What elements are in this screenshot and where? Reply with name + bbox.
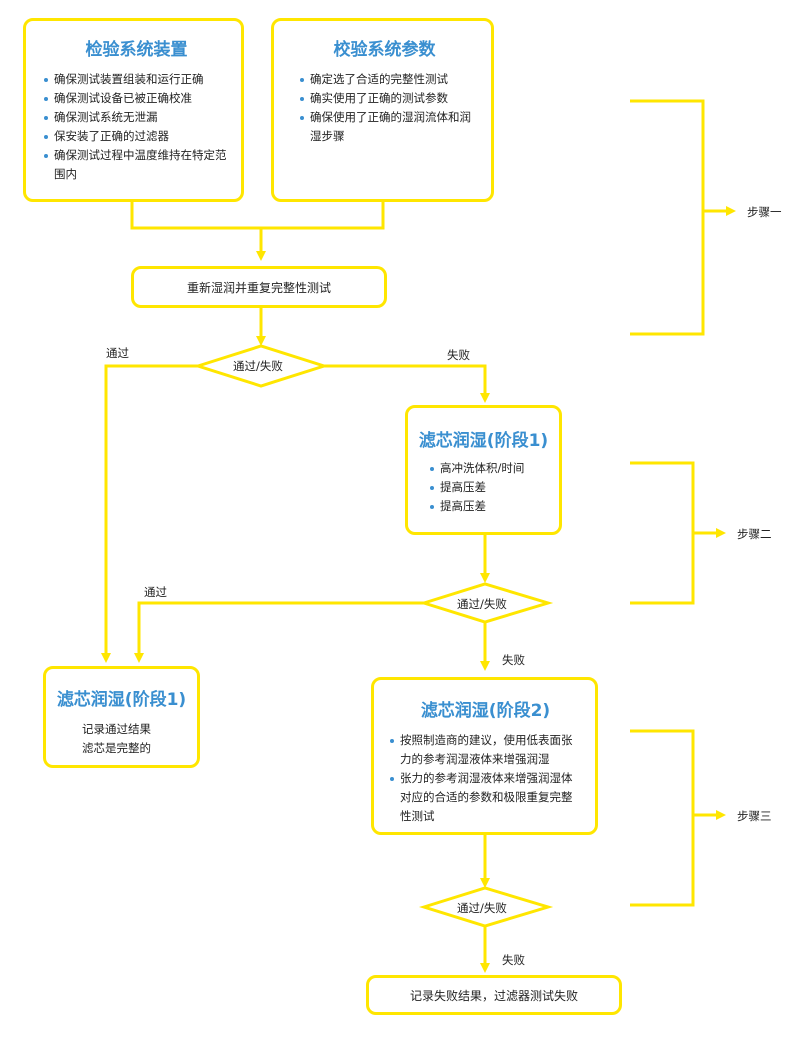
rewet-text: 重新湿润并重复完整性测试 (186, 280, 331, 295)
list-item: 确保测试过程中温度维持在特定范围内 (42, 146, 231, 184)
verify-parameters-title: 校验系统参数 (333, 40, 436, 60)
list-item: 确定选了合适的完整性测试 (298, 70, 471, 89)
inspect-system-title: 检验系统装置 (85, 40, 188, 60)
list-item: 确保使用了正确的湿润流体和润湿步骤 (298, 108, 471, 146)
stage1-pass-title: 滤芯润湿(阶段1) (56, 690, 187, 710)
verify-parameters-list: 确定选了合适的完整性测试 确实使用了正确的测试参数 确保使用了正确的湿润流体和润… (298, 70, 471, 146)
connector-decision1-fail (324, 364, 490, 403)
decision1-fail-label: 失败 (447, 348, 470, 362)
step3-label: 步骤三 (737, 809, 772, 823)
decision1-pass-label: 通过 (106, 346, 129, 360)
stage2-wetting-list: 按照制造商的建议，使用低表面张力的参考润湿液体来增强润湿 张力的参考润湿液体来增… (388, 731, 583, 826)
step2-label: 步骤二 (737, 527, 772, 541)
inspect-system-box: 检验系统装置 确保测试装置组装和运行正确 确保测试设备已被正确校准 确保测试系统… (23, 18, 244, 202)
decision1-diamond (193, 344, 329, 388)
list-item: 提高压差 (428, 497, 553, 516)
bracket-step3 (630, 729, 695, 907)
stage2-wetting-title: 滤芯润湿(阶段2) (420, 701, 551, 721)
decision2-text: 通过/失败 (457, 597, 507, 611)
decision2-fail-label: 失败 (502, 653, 525, 667)
step1-label: 步骤一 (747, 205, 782, 219)
bracket-step1 (630, 99, 705, 336)
list-item: 张力的参考润湿液体来增强润湿体对应的合适的参数和极限重复完整性测试 (388, 769, 583, 826)
decision2-diamond (418, 582, 554, 624)
list-item: 保安装了正确的过滤器 (42, 127, 231, 146)
list-item: 确实使用了正确的测试参数 (298, 89, 471, 108)
pass-result-line: 记录通过结果 (82, 722, 151, 736)
decision3-fail-label: 失败 (502, 953, 525, 967)
stage1-wetting-title: 滤芯润湿(阶段1) (418, 431, 549, 451)
list-item: 确保测试装置组装和运行正确 (42, 70, 231, 89)
fail-result-text: 记录失败结果，过滤器测试失败 (409, 988, 578, 1003)
list-item: 确保测试系统无泄漏 (42, 108, 231, 127)
decision3-text: 通过/失败 (457, 901, 507, 915)
decision1-text: 通过/失败 (233, 359, 283, 373)
decision3-diamond (418, 886, 554, 928)
stage1-wetting-box: 滤芯润湿(阶段1) 高冲洗体积/时间 提高压差 提高压差 (405, 405, 562, 535)
rewet-box: 重新湿润并重复完整性测试 (131, 266, 387, 308)
connector-decision2-pass (134, 601, 424, 663)
list-item: 提高压差 (428, 478, 553, 497)
connector-inspect-merge (130, 202, 385, 230)
stage2-wetting-box: 滤芯润湿(阶段2) 按照制造商的建议，使用低表面张力的参考润湿液体来增强润湿 张… (371, 677, 598, 835)
filter-integral-line: 滤芯是完整的 (82, 741, 151, 755)
list-item: 确保测试设备已被正确校准 (42, 89, 231, 108)
stage1-wetting-list: 高冲洗体积/时间 提高压差 提高压差 (428, 459, 553, 516)
stage1-pass-box: 滤芯润湿(阶段1) 记录通过结果 滤芯是完整的 (43, 666, 200, 768)
bracket-step2 (630, 461, 695, 605)
verify-parameters-box: 校验系统参数 确定选了合适的完整性测试 确实使用了正确的测试参数 确保使用了正确… (271, 18, 494, 202)
list-item: 按照制造商的建议，使用低表面张力的参考润湿液体来增强润湿 (388, 731, 583, 769)
list-item: 高冲洗体积/时间 (428, 459, 553, 478)
connector-decision1-pass (101, 364, 198, 663)
fail-result-box: 记录失败结果，过滤器测试失败 (366, 975, 622, 1015)
inspect-system-list: 确保测试装置组装和运行正确 确保测试设备已被正确校准 确保测试系统无泄漏 保安装… (42, 70, 231, 184)
decision2-pass-label: 通过 (144, 585, 167, 599)
